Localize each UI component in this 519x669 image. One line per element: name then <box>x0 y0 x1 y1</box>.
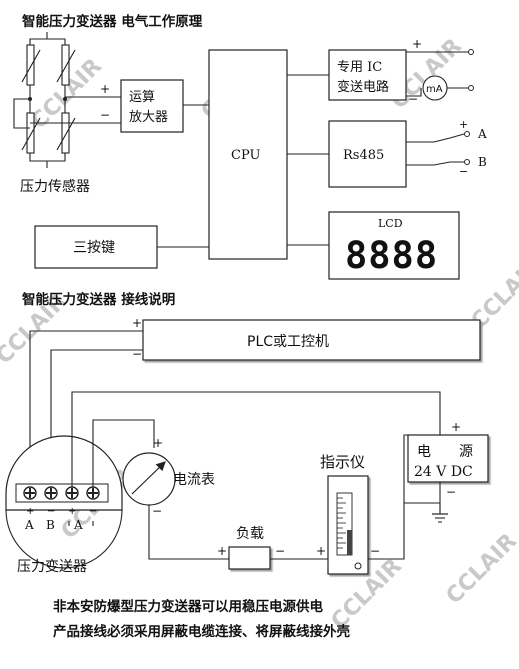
ic-minus-symbol: − <box>408 92 418 106</box>
indicator-minus-symbol: − <box>370 544 380 558</box>
ammeter <box>122 452 176 506</box>
power-minus-symbol: − <box>446 485 456 499</box>
rs485-terminal-a: A <box>477 127 487 141</box>
ammeter-minus-symbol: − <box>152 504 162 518</box>
sensor-label: 压力传感器 <box>20 178 90 195</box>
ground-icon <box>432 503 448 523</box>
terminal-label-a: A <box>24 518 34 532</box>
cpu-label: CPU <box>231 148 260 163</box>
terminal-screw-icon <box>44 486 58 500</box>
cpu-block <box>208 49 288 260</box>
terminal-plus-2: + <box>68 506 76 517</box>
ic-label-line2: 变送电路 <box>337 79 389 95</box>
ammeter-plus-symbol: + <box>153 436 163 450</box>
amplifier-label-line1: 运算 <box>129 90 155 105</box>
terminal-plus-1: + <box>26 506 34 517</box>
indicator-knob-icon <box>354 562 362 570</box>
lcd-block <box>328 211 460 280</box>
power-label-line1: 电 源 <box>417 444 473 460</box>
note-line-2: 产品接线必须采用屏蔽电缆连接、将屏蔽线接外壳 <box>53 623 350 640</box>
ic-plus-symbol: + <box>412 37 422 51</box>
lcd-label: LCD <box>378 217 403 230</box>
terminal-minus-2: − <box>89 506 97 517</box>
indicator-label: 指示仪 <box>320 453 365 471</box>
watermark: CCLAIR <box>442 529 519 609</box>
rs485-label: Rs485 <box>343 148 384 163</box>
indicator-scale <box>336 492 353 556</box>
section-title-principle: 智能压力变送器 电气工作原理 <box>22 13 203 30</box>
load-plus-symbol: + <box>217 544 227 558</box>
amp-minus-symbol: − <box>100 108 110 122</box>
ic-transmitter-block <box>328 49 407 101</box>
transmitter-label: 压力变送器 <box>17 559 87 575</box>
power-label-line2: 24 V DC <box>414 464 473 480</box>
terminal-screw-icon <box>65 486 79 500</box>
rs485-plus-symbol: + <box>459 118 468 131</box>
terminal-screw-icon <box>23 486 37 500</box>
load-minus-symbol: − <box>275 544 285 558</box>
rs485-terminal-b: B <box>478 155 487 169</box>
terminal-screw-icon <box>86 486 100 500</box>
plc-plus-symbol: + <box>132 316 142 330</box>
keys-block <box>34 225 158 269</box>
terminal-minus-1: − <box>47 506 55 517</box>
ic-label-line1: 专用 IC <box>337 60 382 75</box>
indicator-plus-symbol: + <box>316 544 326 558</box>
ammeter-label: 电流表 <box>173 472 215 488</box>
keys-label: 三按键 <box>73 240 115 256</box>
plc-block <box>142 319 481 361</box>
amp-plus-symbol: + <box>100 82 110 96</box>
terminal-label-a2: A <box>73 518 83 532</box>
load-resistor <box>228 546 271 570</box>
amplifier-block <box>120 79 184 133</box>
note-line-1: 非本安防爆型压力变送器可以用稳压电源供电 <box>53 598 323 615</box>
terminal-label-b: B <box>46 518 55 532</box>
amplifier-label-line2: 放大器 <box>129 110 168 125</box>
bridge-sensor <box>13 32 121 168</box>
plc-minus-symbol: − <box>132 347 142 361</box>
milliammeter-label: mA <box>426 84 443 95</box>
load-label: 负载 <box>236 526 264 542</box>
power-plus-symbol: + <box>451 420 461 434</box>
power-supply-block <box>407 434 489 483</box>
section-title-wiring: 智能压力变送器 接线说明 <box>22 291 175 308</box>
lcd-digits: 8888 <box>345 234 438 277</box>
plc-label: PLC或工控机 <box>247 334 329 350</box>
rs485-minus-symbol: − <box>459 165 468 178</box>
terminal-block <box>15 483 109 503</box>
